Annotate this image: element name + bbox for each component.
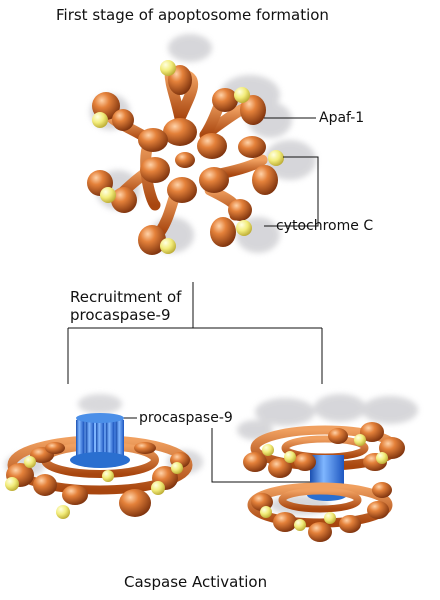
apaf-lobe (308, 522, 332, 542)
cytochrome-c-sphere (262, 444, 274, 456)
bottom-right-apoptosome (237, 394, 418, 542)
apaf-core-unit (140, 157, 170, 183)
cytochrome-c-sphere (376, 452, 388, 464)
procaspase-9-label: procaspase-9 (139, 410, 233, 426)
apaf-core-unit (197, 133, 227, 159)
apaf-lobe (252, 165, 278, 195)
cytochrome-c-sphere (268, 150, 284, 166)
cytochrome-c-spheres (5, 456, 183, 519)
apaf-lobe (119, 489, 151, 517)
apaf-lobe (360, 422, 384, 442)
callout-lines (67, 117, 323, 483)
recruitment-label-line1: Recruitment of (70, 288, 182, 306)
apaf-lobe (328, 428, 348, 444)
diagram-title: First stage of apoptosome formation (56, 6, 329, 24)
cytochrome-c-sphere (171, 462, 183, 474)
procaspase-9-cylinder (70, 413, 130, 468)
cytochrome-c-sphere (160, 60, 176, 76)
cytochrome-c-sphere (284, 451, 296, 463)
apaf-ring (278, 487, 362, 513)
apaf-core-unit (163, 118, 197, 146)
cytochrome-c-sphere (354, 434, 366, 446)
apaf-core-unit (138, 128, 168, 152)
apaf-lobe (212, 88, 238, 112)
apaf-lobe (134, 442, 156, 454)
cytochrome-c-sphere (151, 481, 165, 495)
cytochrome-c-sphere (294, 519, 306, 531)
apaf-core-unit (167, 177, 197, 203)
apaf-lobe (268, 458, 292, 478)
cytochrome-c-sphere (100, 187, 116, 203)
cytochrome-c-sphere (102, 470, 114, 482)
cytochrome-c-label: cytochrome C (276, 218, 374, 234)
apaf-lobe (45, 442, 65, 454)
cytochrome-c-spheres (92, 60, 284, 254)
cytochrome-c-sphere (234, 87, 250, 103)
apaf-lobe (273, 512, 297, 532)
bottom-left-apoptosome (5, 394, 203, 519)
procaspase-callout-right (211, 428, 318, 483)
apaf-lobe (112, 109, 134, 131)
cytochrome-c-sphere (324, 512, 336, 524)
cytochrome-c-sphere (92, 112, 108, 128)
apaf-lobe (243, 452, 267, 472)
apaf-lobe (138, 225, 166, 255)
cytochrome-callout (264, 156, 319, 227)
apaf-lobe (339, 515, 361, 533)
apaf-lobe (372, 482, 392, 498)
apaf-lobe (228, 199, 252, 221)
apaf-lobe (33, 474, 57, 496)
apaf-lobe (294, 453, 316, 471)
top-apoptosome (87, 34, 316, 255)
apaf-lobe (62, 485, 88, 505)
cytochrome-c-sphere (236, 220, 252, 236)
cytochrome-c-sphere (24, 456, 36, 468)
apaf-lobe (210, 217, 236, 247)
caspase-activation-label: Caspase Activation (124, 573, 268, 591)
cytochrome-c-spheres (260, 434, 388, 531)
apaf-core-unit (199, 167, 229, 193)
apaf-lobe (111, 187, 137, 213)
apaf-core-unit (175, 152, 195, 168)
cytochrome-c-sphere (160, 238, 176, 254)
cytochrome-c-sphere (5, 477, 19, 491)
apaf-lobe (367, 501, 389, 519)
apaf-ring (281, 435, 369, 461)
cytochrome-c-sphere (56, 505, 70, 519)
apaf-lobe (238, 136, 266, 158)
apaf-lobe (240, 95, 266, 125)
apaf-1-label: Apaf-1 (319, 110, 365, 126)
cytochrome-c-sphere (260, 506, 272, 518)
recruitment-label-line2: procaspase-9 (70, 306, 171, 324)
